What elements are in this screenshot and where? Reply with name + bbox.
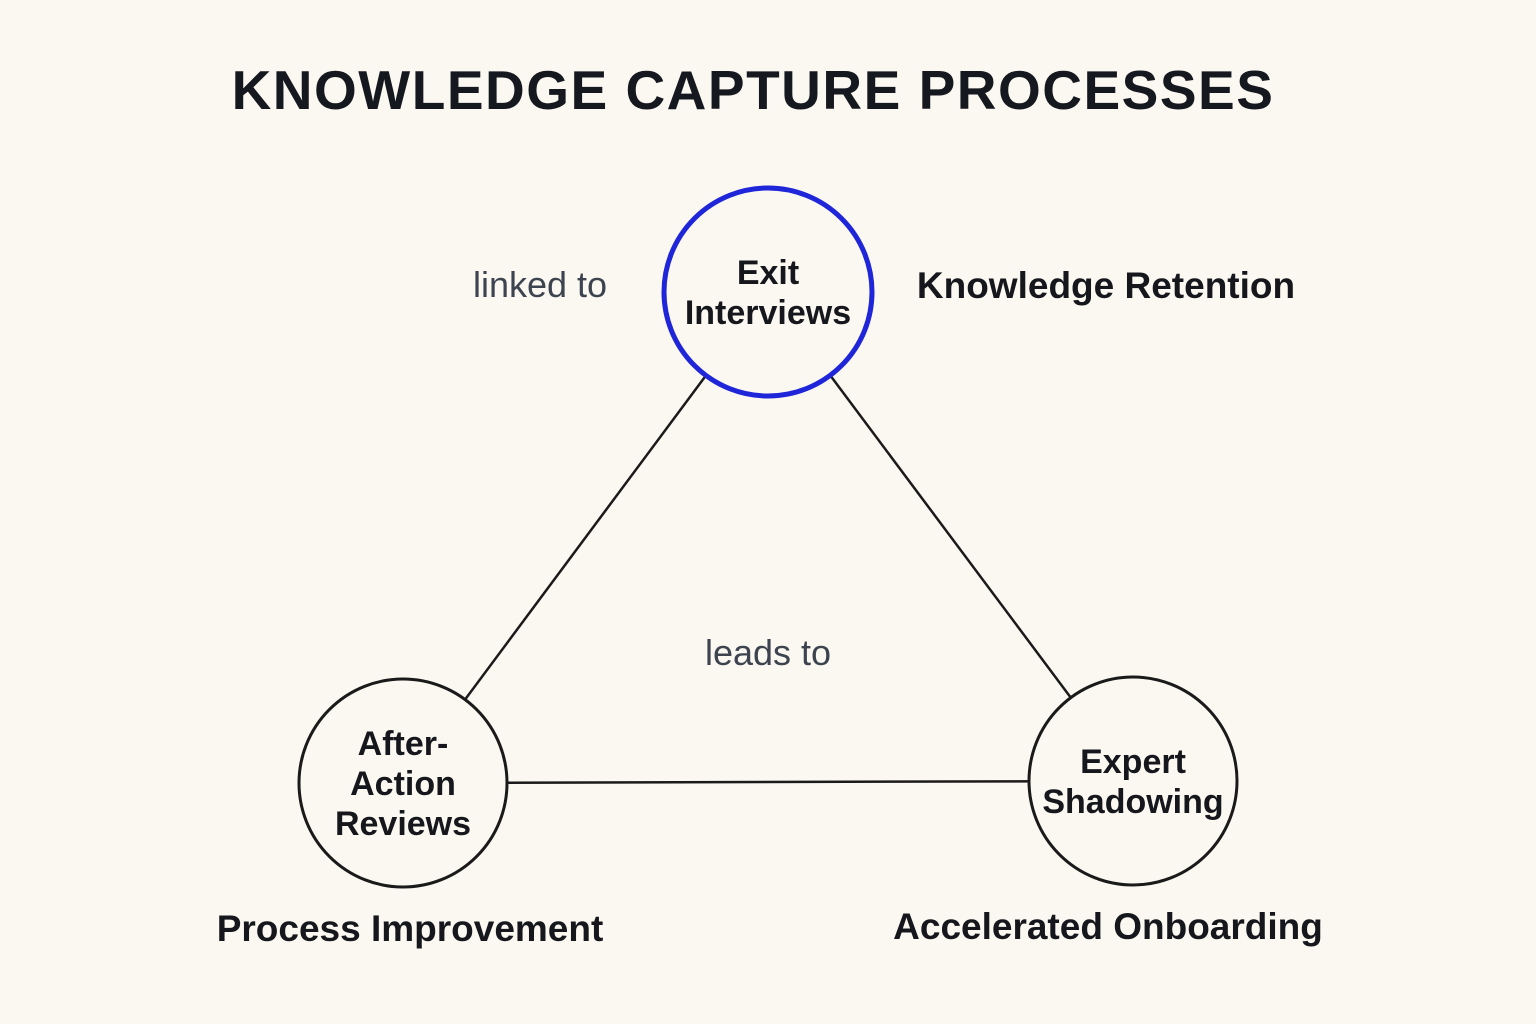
edge-label-linked-to: linked to	[472, 264, 608, 305]
node-label-expert-shadowing: Expert Shadowing	[1042, 742, 1223, 822]
node-label-line: After-	[357, 724, 449, 763]
edge-after-action-to-shadowing	[402, 779, 1134, 785]
edge-label-leads-to: leads to	[704, 632, 832, 673]
annotation-accelerated-onboarding: Accelerated Onboarding	[893, 906, 1323, 947]
node-label-line: Interviews	[684, 294, 852, 332]
node-label-line: Shadowing	[1042, 783, 1224, 821]
node-label-line: Exit	[736, 253, 800, 292]
node-label-after-action-reviews: After- Action Reviews	[335, 724, 471, 844]
page-title: KNOWLEDGE CAPTURE PROCESSES	[231, 59, 1275, 121]
node-label-line: Expert	[1080, 742, 1186, 781]
node-label-line: Action	[350, 764, 456, 803]
node-circle-after-action-reviews	[297, 677, 509, 889]
annotation-process-improvement: Process Improvement	[216, 908, 604, 949]
node-label-line: Reviews	[334, 805, 472, 844]
node-circle-exit-interviews	[661, 185, 875, 399]
node-label-exit-interviews: Exit Interviews	[685, 253, 851, 333]
annotation-knowledge-retention: Knowledge Retention	[916, 265, 1296, 306]
node-circle-expert-shadowing	[1027, 675, 1239, 887]
